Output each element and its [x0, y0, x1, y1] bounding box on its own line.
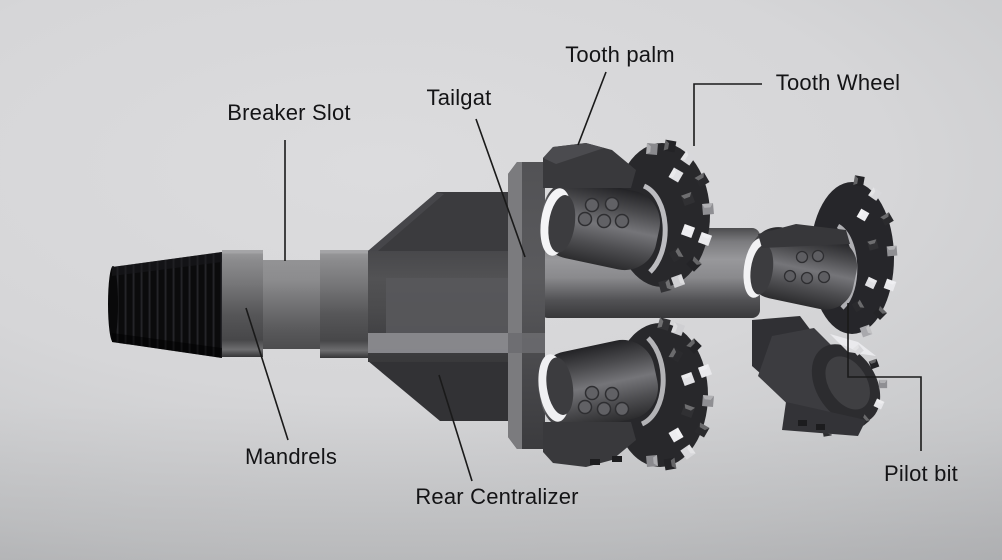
tailgate-ring	[508, 162, 545, 449]
threaded-pin	[108, 252, 222, 358]
cutter-studs	[783, 249, 831, 285]
mandrels-leader	[245, 307, 289, 441]
leader-lines	[245, 71, 922, 482]
cutter-studs	[577, 196, 630, 229]
label-mandrels: Mandrels	[244, 444, 338, 469]
tooth-wheel-upper	[539, 139, 714, 293]
tooth-wheel-pilot-stage	[743, 175, 898, 338]
centralizer-bottom-cone	[368, 361, 508, 421]
bearing-highlight	[538, 354, 574, 422]
pilot-bit-disc	[811, 344, 881, 424]
cutter-body	[746, 227, 858, 310]
tooth-wheel-leader	[693, 83, 762, 146]
tooth-palm-leader	[577, 71, 607, 146]
shaft-reflection-band	[368, 333, 508, 353]
rear-centralizer-leader	[438, 374, 473, 482]
breaker-slot-cut	[263, 260, 321, 349]
label-tailgat: Tailgat	[426, 85, 492, 110]
label-pilot-bit: Pilot bit	[884, 461, 958, 486]
tooth-palm-bracket-pilot	[758, 224, 850, 248]
label-tooth-palm: Tooth palm	[565, 42, 675, 67]
mandrel-right	[320, 250, 373, 358]
rear-centralizer-body	[368, 192, 508, 421]
tailgat-leader	[475, 118, 526, 258]
breaker-slot-collar	[222, 250, 373, 358]
cutter-studs	[577, 385, 630, 417]
label-rear-centralizer: Rear Centralizer	[415, 484, 579, 509]
bearing-highlight	[540, 188, 576, 256]
tooth-wheel-lower	[537, 317, 714, 471]
label-breaker-slot: Breaker Slot	[227, 100, 351, 125]
pilot-bit-assembly	[752, 316, 888, 437]
pilot-bit-leader	[847, 303, 922, 451]
label-tooth-wheel: Tooth Wheel	[775, 70, 901, 95]
bearing-highlight	[743, 238, 774, 298]
tooth-palm-bracket-lower	[543, 422, 636, 467]
centralizer-top-cone	[368, 192, 508, 251]
